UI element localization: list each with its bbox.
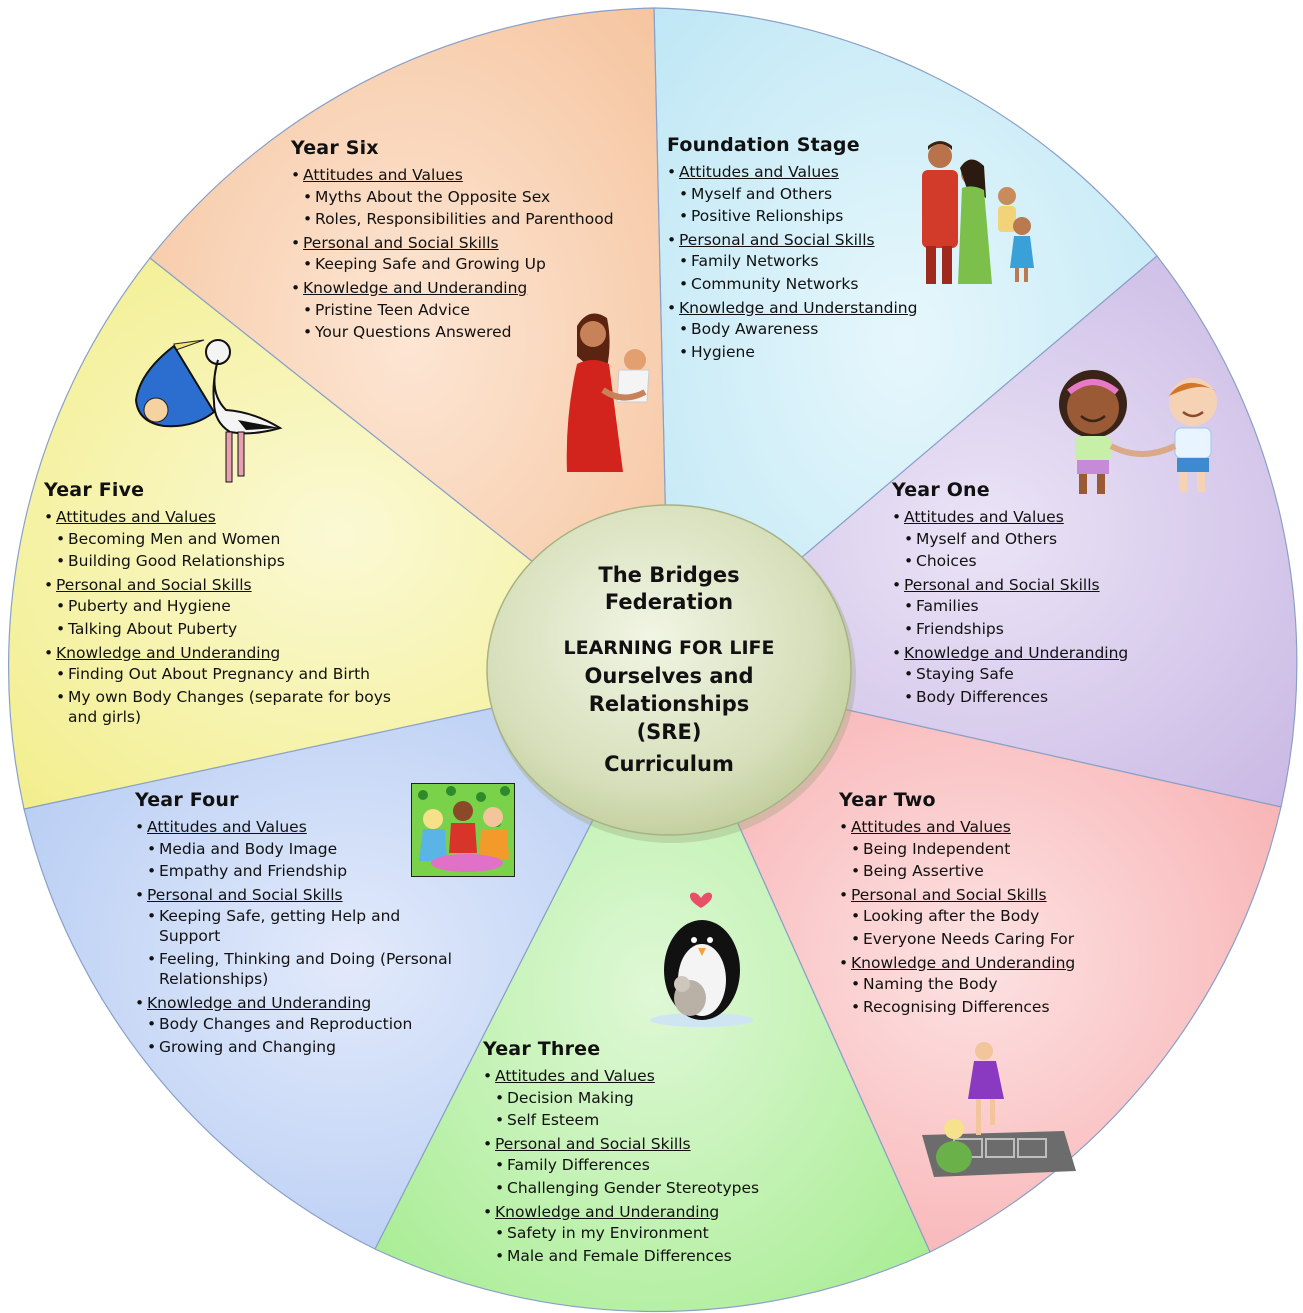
center-line-4: Ourselves and: [584, 664, 754, 688]
friends-table-icon: [411, 783, 515, 877]
list-item: Community Networks: [667, 274, 947, 294]
center-line-1: The Bridges: [598, 563, 740, 587]
list-item: Staying Safe: [892, 664, 1162, 684]
group-heading: Attitudes and Values: [44, 506, 429, 529]
segment-year-six-text: Year Six Attitudes and Values Myths Abou…: [291, 136, 621, 345]
center-line-3: LEARNING FOR LIFE: [563, 637, 775, 659]
list-item: Male and Female Differences: [483, 1246, 783, 1266]
segment-title: Foundation Stage: [667, 134, 860, 156]
list-item: Empathy and Friendship: [135, 861, 465, 881]
list-item: Becoming Men and Women: [44, 529, 429, 549]
group-heading: Knowledge and Underanding: [892, 642, 1162, 665]
list-item: Naming the Body: [839, 974, 1099, 994]
list-item: Keeping Safe and Growing Up: [291, 254, 621, 274]
group-heading: Personal and Social Skills: [892, 574, 1162, 597]
group-heading: Personal and Social Skills: [44, 574, 429, 597]
penguin-heart-icon: [650, 892, 754, 1027]
group-heading: Personal and Social Skills: [291, 232, 621, 255]
group-heading: Attitudes and Values: [667, 161, 947, 184]
list-item: Feeling, Thinking and Doing (Personal Re…: [135, 949, 465, 989]
group-heading: Knowledge and Underanding: [483, 1201, 783, 1224]
segment-title: Year Five: [44, 479, 145, 501]
group-heading: Attitudes and Values: [291, 164, 621, 187]
list-item: Finding Out About Pregnancy and Birth: [44, 664, 429, 684]
group-heading: Knowledge and Understanding: [667, 297, 947, 320]
list-item: Choices: [892, 551, 1162, 571]
group-heading: Attitudes and Values: [135, 816, 465, 839]
group-heading: Knowledge and Underanding: [135, 992, 465, 1015]
list-item: Myths About the Opposite Sex: [291, 187, 621, 207]
list-item: Looking after the Body: [839, 906, 1099, 926]
segment-year-two-text: Year Two Attitudes and Values Being Inde…: [839, 788, 1099, 1019]
center-line-7: Curriculum: [604, 752, 734, 776]
group-heading: Personal and Social Skills: [135, 884, 465, 907]
segment-title: Year Two: [839, 789, 936, 811]
list-item: Building Good Relationships: [44, 551, 429, 571]
list-item: Hygiene: [667, 342, 947, 362]
list-item: Keeping Safe, getting Help and Support: [135, 906, 465, 946]
segment-year-one-text: Year One Attitudes and Values Myself and…: [892, 478, 1162, 709]
list-item: Decision Making: [483, 1088, 783, 1108]
list-item: Families: [892, 596, 1162, 616]
group-heading: Personal and Social Skills: [483, 1133, 783, 1156]
list-item: Being Independent: [839, 839, 1099, 859]
list-item: Everyone Needs Caring For: [839, 929, 1099, 949]
mother-baby-icon: [566, 313, 650, 472]
list-item: Growing and Changing: [135, 1037, 465, 1057]
segment-title: Year One: [892, 479, 990, 501]
segment-title: Year Four: [135, 789, 239, 811]
center-title: The Bridges Federation LEARNING FOR LIFE…: [487, 505, 851, 835]
list-item: Myself and Others: [667, 184, 947, 204]
group-heading: Knowledge and Underanding: [291, 277, 621, 300]
list-item: My own Body Changes (separate for boys a…: [44, 687, 418, 727]
stork-baby-icon: [134, 339, 283, 483]
list-item: Positive Relionships: [667, 206, 947, 226]
list-item: Body Changes and Reproduction: [135, 1014, 465, 1034]
segment-title: Year Three: [483, 1038, 601, 1060]
list-item: Your Questions Answered: [291, 322, 621, 342]
list-item: Self Esteem: [483, 1110, 783, 1130]
list-item: Challenging Gender Stereotypes: [483, 1178, 783, 1198]
group-heading: Attitudes and Values: [839, 816, 1099, 839]
list-item: Recognising Differences: [839, 997, 1099, 1017]
hub-disc: [486, 504, 852, 836]
segment-title: Year Six: [291, 137, 379, 159]
list-item: Family Differences: [483, 1155, 783, 1175]
segment-year-five-text: Year Five Attitudes and Values Becoming …: [44, 478, 429, 729]
group-heading: Attitudes and Values: [483, 1065, 783, 1088]
center-line-5: Relationships: [588, 692, 750, 716]
segment-year-three-text: Year Three Attitudes and Values Decision…: [483, 1037, 783, 1268]
segment-year-four-text: Year Four Attitudes and Values Media and…: [135, 788, 465, 1059]
list-item: Body Awareness: [667, 319, 947, 339]
list-item: Family Networks: [667, 251, 947, 271]
list-item: Myself and Others: [892, 529, 1162, 549]
segment-foundation-text: Foundation Stage Attitudes and Values My…: [667, 133, 947, 364]
list-item: Puberty and Hygiene: [44, 596, 429, 616]
group-heading: Personal and Social Skills: [839, 884, 1099, 907]
group-heading: Attitudes and Values: [892, 506, 1162, 529]
center-line-2: Federation: [604, 590, 734, 614]
list-item: Safety in my Environment: [483, 1223, 783, 1243]
group-heading: Knowledge and Underanding: [839, 952, 1099, 975]
list-item: Friendships: [892, 619, 1162, 639]
list-item: Roles, Responsibilities and Parenthood: [291, 209, 621, 229]
family-icon: [922, 141, 1034, 284]
list-item: Pristine Teen Advice: [291, 300, 621, 320]
center-line-6: (SRE): [636, 720, 702, 744]
group-heading: Knowledge and Underanding: [44, 642, 429, 665]
list-item: Being Assertive: [839, 861, 1099, 881]
children-holding-hands-icon: [1059, 370, 1217, 494]
group-heading: Personal and Social Skills: [667, 229, 947, 252]
list-item: Body Differences: [892, 687, 1162, 707]
list-item: Talking About Puberty: [44, 619, 429, 639]
list-item: Media and Body Image: [135, 839, 465, 859]
hopscotch-girls-icon: [922, 1042, 1076, 1177]
